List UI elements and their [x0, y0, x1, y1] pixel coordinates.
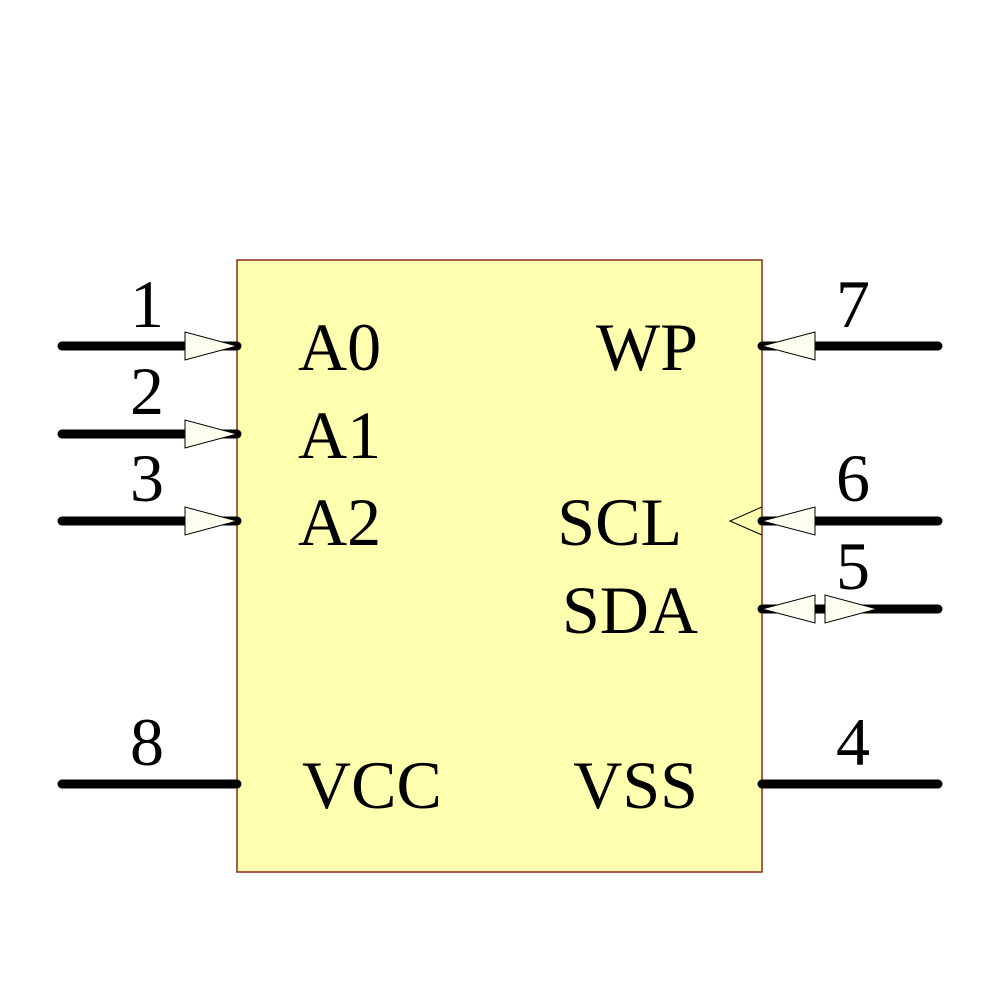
pin-6-clock-indicator-icon	[728, 506, 763, 536]
pin-1-number: 1	[130, 266, 164, 342]
pin-5-input-arrow-icon	[824, 594, 879, 624]
pin-7-name: WP	[596, 309, 698, 385]
pin-4: 4 VSS	[573, 704, 943, 823]
pin-7-number: 7	[836, 266, 870, 342]
pin-6: 6 SCL	[557, 440, 943, 560]
pin-7-input-arrow-icon	[760, 331, 816, 361]
pin-3-name: A2	[298, 484, 381, 560]
pin-7: 7 WP	[596, 266, 943, 385]
pin-3: 3 A2	[57, 440, 381, 560]
component-body	[236, 259, 763, 873]
pin-5-output-arrow-icon	[760, 594, 816, 624]
pin-4-number: 4	[836, 704, 870, 780]
pin-5: 5 SDA	[562, 528, 943, 648]
pin-8-name: VCC	[302, 747, 442, 823]
pin-4-name: VSS	[573, 747, 698, 823]
pin-5-name: SDA	[562, 572, 698, 648]
pin-2-name: A1	[298, 397, 381, 473]
pin-1: 1 A0	[57, 266, 381, 385]
pin-2: 2 A1	[57, 353, 381, 473]
pin-8-number: 8	[130, 704, 164, 780]
pin-1-name: A0	[298, 309, 381, 385]
pin-8: 8 VCC	[57, 704, 442, 823]
pin-3-number: 3	[130, 440, 164, 516]
pin-6-input-arrow-icon	[760, 506, 816, 536]
pin-6-number: 6	[836, 440, 870, 516]
pin-1-input-arrow-icon	[184, 331, 239, 361]
pin-2-input-arrow-icon	[184, 419, 239, 449]
pin-5-number: 5	[836, 528, 870, 604]
pin-6-name: SCL	[557, 484, 682, 560]
pin-2-number: 2	[130, 353, 164, 429]
pin-3-input-arrow-icon	[184, 506, 239, 536]
